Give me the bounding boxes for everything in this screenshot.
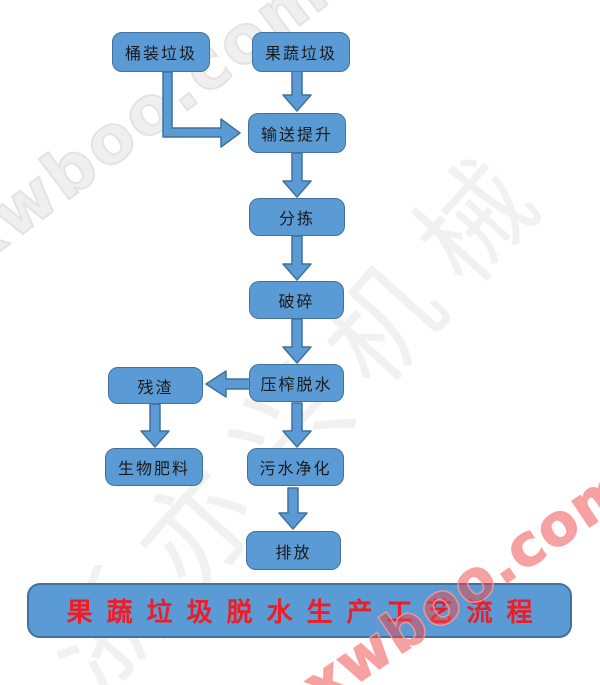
node-sewage-purify: 污水净化 bbox=[247, 448, 344, 486]
node-label: 排放 bbox=[275, 542, 312, 562]
node-label: 压榨脱水 bbox=[260, 375, 333, 394]
arrow-fruitveg-to-convey bbox=[282, 70, 312, 112]
node-bio-fertilizer: 生物肥料 bbox=[105, 448, 203, 486]
node-label: 桶装垃圾 bbox=[124, 44, 197, 63]
node-label: 生物肥料 bbox=[117, 459, 190, 478]
node-residue: 残渣 bbox=[108, 367, 203, 404]
arrow-residue-to-fertilizer bbox=[140, 403, 170, 448]
process-title: 果蔬垃圾脱水生产工艺流程 bbox=[66, 598, 547, 628]
node-barrel-garbage: 桶装垃圾 bbox=[112, 32, 210, 72]
node-label: 分拣 bbox=[278, 209, 315, 228]
arrow-convey-to-sorting bbox=[282, 152, 312, 198]
arrow-sorting-to-crushing bbox=[282, 235, 312, 281]
node-press-dewater: 压榨脱水 bbox=[249, 364, 344, 402]
node-label: 污水净化 bbox=[259, 459, 332, 478]
node-convey-lift: 输送提升 bbox=[248, 113, 346, 153]
node-crushing: 破碎 bbox=[249, 281, 344, 319]
arrow-press-to-sewage bbox=[282, 402, 312, 448]
node-label: 破碎 bbox=[278, 292, 315, 311]
node-discharge: 排放 bbox=[246, 531, 341, 570]
arrow-barrel-to-convey-elbow bbox=[162, 71, 241, 148]
node-fruit-veg-garbage: 果蔬垃圾 bbox=[252, 32, 350, 72]
node-label: 输送提升 bbox=[260, 125, 333, 144]
arrow-press-to-residue bbox=[205, 370, 251, 398]
process-title-banner: 果蔬垃圾脱水生产工艺流程 bbox=[27, 583, 572, 638]
node-label: 果蔬垃圾 bbox=[264, 44, 337, 63]
arrow-sewage-to-discharge bbox=[278, 487, 308, 530]
node-label: 残渣 bbox=[137, 377, 174, 397]
arrow-crushing-to-press bbox=[282, 318, 312, 364]
node-sorting: 分拣 bbox=[249, 198, 345, 236]
